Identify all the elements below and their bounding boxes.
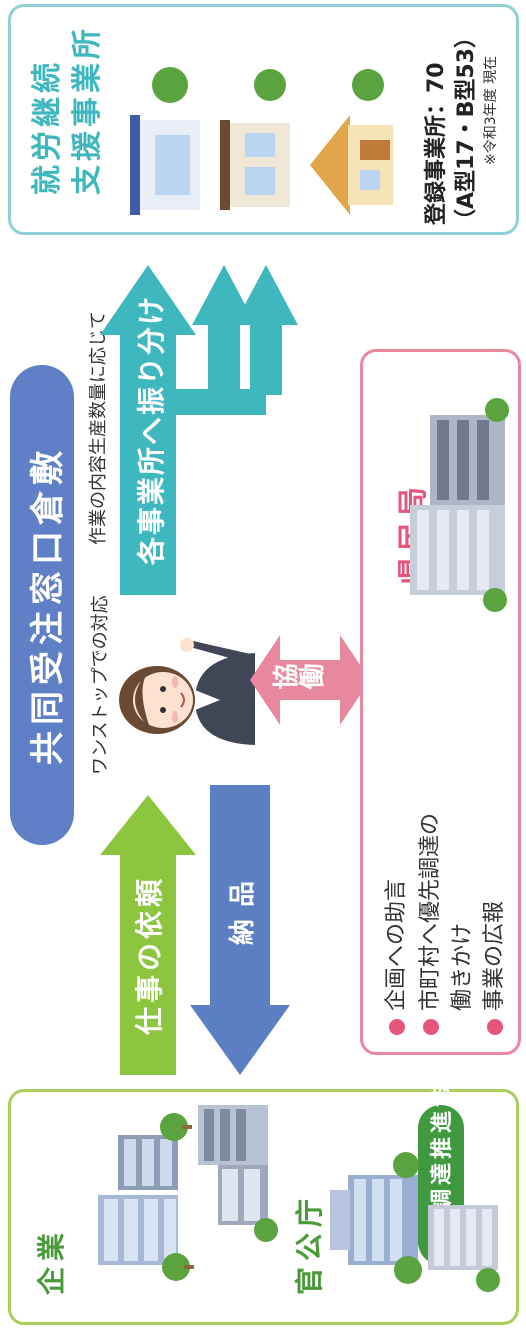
prefecture-building-icon	[410, 398, 509, 612]
bullet-dot-icon	[487, 1019, 503, 1035]
item-row: 事業の広報	[476, 901, 508, 1035]
cooperation-arrow	[250, 635, 370, 725]
prefecture-items: 企画への助言 市町村へ優先調達の 働きかけ 事業の広報	[378, 765, 508, 1035]
allocate-label: 各事業所へ振り分け	[135, 294, 168, 565]
allocation-arrow	[100, 265, 298, 595]
item-text: 企画への助言	[384, 878, 409, 1011]
coop-label-text: 協働	[272, 664, 324, 694]
bullet-dot-icon	[389, 1019, 405, 1035]
company-building-icon	[98, 1135, 178, 1265]
bullet-dot-icon	[423, 1019, 439, 1035]
item-row-continued: 働きかけ	[444, 923, 476, 1011]
item-row: 企画への助言	[378, 879, 410, 1035]
request-label: 仕事の依頼	[133, 874, 166, 1035]
government-building-icon	[428, 1205, 500, 1292]
house-icon	[130, 67, 200, 215]
item-row: 市町村へ優先調達の	[412, 813, 444, 1035]
delivery-arrow	[190, 785, 290, 1075]
company-building-icon	[198, 1105, 278, 1242]
government-building-icon	[330, 1152, 422, 1284]
request-arrow	[100, 795, 196, 1075]
offices-note: ※令和3年度 現在	[483, 55, 499, 165]
house-icon	[310, 69, 393, 215]
offices-count: 登録事業所：70	[424, 62, 449, 225]
person-icon	[119, 638, 255, 745]
companies-illustration	[98, 1105, 500, 1292]
center-title: 共同受注窓口倉敷	[28, 445, 68, 765]
tree-icon	[160, 1113, 194, 1281]
offices-title-line1: 就労継続	[30, 59, 65, 195]
item-text: 働きかけ	[450, 922, 475, 1011]
flow-arrows	[100, 785, 290, 1075]
item-text: 市町村へ優先調達の	[418, 812, 443, 1011]
house-icon	[220, 69, 290, 210]
item-text: 事業の広報	[482, 900, 507, 1011]
offices-illustration	[130, 67, 393, 215]
offices-types: （A型17・B型53）	[454, 25, 479, 231]
delivery-label: 納品	[228, 868, 258, 945]
coop-label: 協働	[272, 659, 333, 699]
offices-title-line2: 支援事業所	[70, 25, 105, 195]
